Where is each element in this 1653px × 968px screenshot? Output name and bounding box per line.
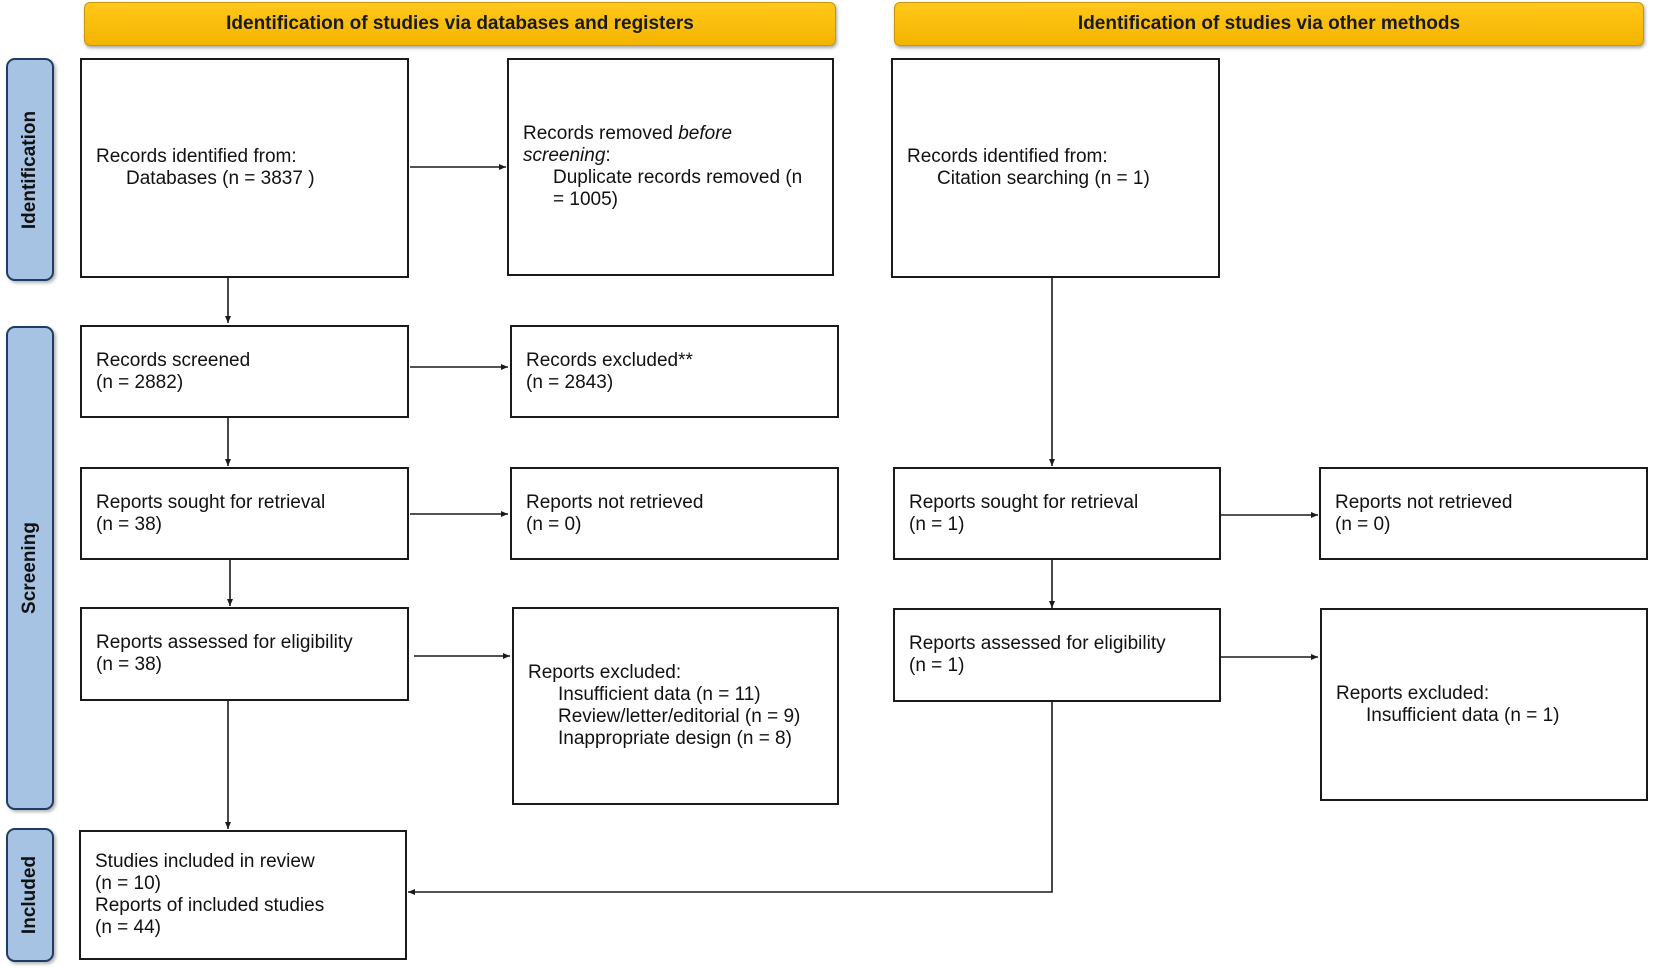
other-reports-excluded-reason: Insufficient data (n = 1) <box>1366 704 1560 726</box>
other-not-retrieved-n: (n = 0) <box>1335 513 1391 535</box>
box-reports-excluded: Reports excluded: Insufficient data (n =… <box>512 607 839 805</box>
phase-included-label: Included <box>19 855 40 935</box>
records-identified-title: Records identified from: <box>96 146 297 167</box>
box-other-reports-assessed: Reports assessed for eligibility (n = 1) <box>893 608 1221 702</box>
reports-excluded-reason: Review/letter/editorial (n = 9) <box>558 706 801 727</box>
reports-assessed-title: Reports assessed for eligibility <box>96 632 353 653</box>
header-other-label: Identification of studies via other meth… <box>1077 13 1461 34</box>
header-databases: Identification of studies via databases … <box>84 2 836 46</box>
phase-identification-label: Identification <box>19 110 40 229</box>
other-reports-assessed-title: Reports assessed for eligibility <box>909 633 1166 654</box>
reports-assessed-n: (n = 38) <box>96 654 163 675</box>
other-not-retrieved-title: Reports not retrieved <box>1335 491 1513 513</box>
box-records-excluded: Records excluded** (n = 2843) <box>510 325 839 418</box>
reports-sought-title: Reports sought for retrieval <box>96 491 326 513</box>
other-reports-sought-title: Reports sought for retrieval <box>909 491 1139 513</box>
reports-excluded-title: Reports excluded: <box>528 662 682 683</box>
records-excluded-title: Records excluded** <box>526 349 693 371</box>
reports-excluded-reason: Inappropriate design (n = 8) <box>558 728 792 749</box>
records-identified-detail: Databases (n = 3837 ) <box>126 168 315 189</box>
box-reports-assessed: Reports assessed for eligibility (n = 38… <box>80 607 409 701</box>
box-reports-not-retrieved: Reports not retrieved (n = 0) <box>510 467 839 560</box>
other-reports-excluded-title: Reports excluded: <box>1336 682 1490 704</box>
records-removed-detail: Duplicate records removed (n = 1005) <box>553 167 803 210</box>
header-other-methods: Identification of studies via other meth… <box>894 2 1644 46</box>
arrow-other-assessed-to-included <box>408 701 1053 895</box>
other-reports-sought-n: (n = 1) <box>909 513 965 535</box>
phase-screening: Screening <box>6 326 54 810</box>
box-records-identified: Records identified from: Databases (n = … <box>80 58 409 278</box>
records-removed-title: Records removed before screening: <box>523 123 733 166</box>
box-studies-included: Studies included in review (n = 10) Repo… <box>79 830 407 960</box>
studies-included-title: Studies included in review <box>95 851 315 872</box>
box-other-reports-sought: Reports sought for retrieval (n = 1) <box>893 467 1221 560</box>
box-records-screened: Records screened (n = 2882) <box>80 325 409 418</box>
phase-identification: Identification <box>6 58 54 281</box>
box-records-removed: Records removed before screening: Duplic… <box>507 58 834 276</box>
records-excluded-n: (n = 2843) <box>526 371 614 393</box>
reports-included-title: Reports of included studies <box>95 895 325 916</box>
records-screened-title: Records screened <box>96 349 251 371</box>
reports-not-retrieved-n: (n = 0) <box>526 513 582 535</box>
phase-included: Included <box>6 828 54 962</box>
reports-not-retrieved-title: Reports not retrieved <box>526 491 704 513</box>
studies-included-n: (n = 10) <box>95 873 162 894</box>
other-identified-detail: Citation searching (n = 1) <box>937 168 1150 189</box>
other-identified-title: Records identified from: <box>907 146 1108 167</box>
reports-sought-n: (n = 38) <box>96 513 163 535</box>
box-other-records-identified: Records identified from: Citation search… <box>891 58 1220 278</box>
other-reports-assessed-n: (n = 1) <box>909 655 965 676</box>
records-screened-n: (n = 2882) <box>96 371 184 393</box>
box-other-reports-excluded: Reports excluded: Insufficient data (n =… <box>1320 608 1648 801</box>
box-reports-sought: Reports sought for retrieval (n = 38) <box>80 467 409 560</box>
reports-excluded-reason: Insufficient data (n = 11) <box>558 684 761 705</box>
box-other-reports-not-retrieved: Reports not retrieved (n = 0) <box>1319 467 1648 560</box>
header-databases-label: Identification of studies via databases … <box>226 13 694 34</box>
reports-included-n: (n = 44) <box>95 917 162 938</box>
phase-screening-label: Screening <box>19 522 40 614</box>
